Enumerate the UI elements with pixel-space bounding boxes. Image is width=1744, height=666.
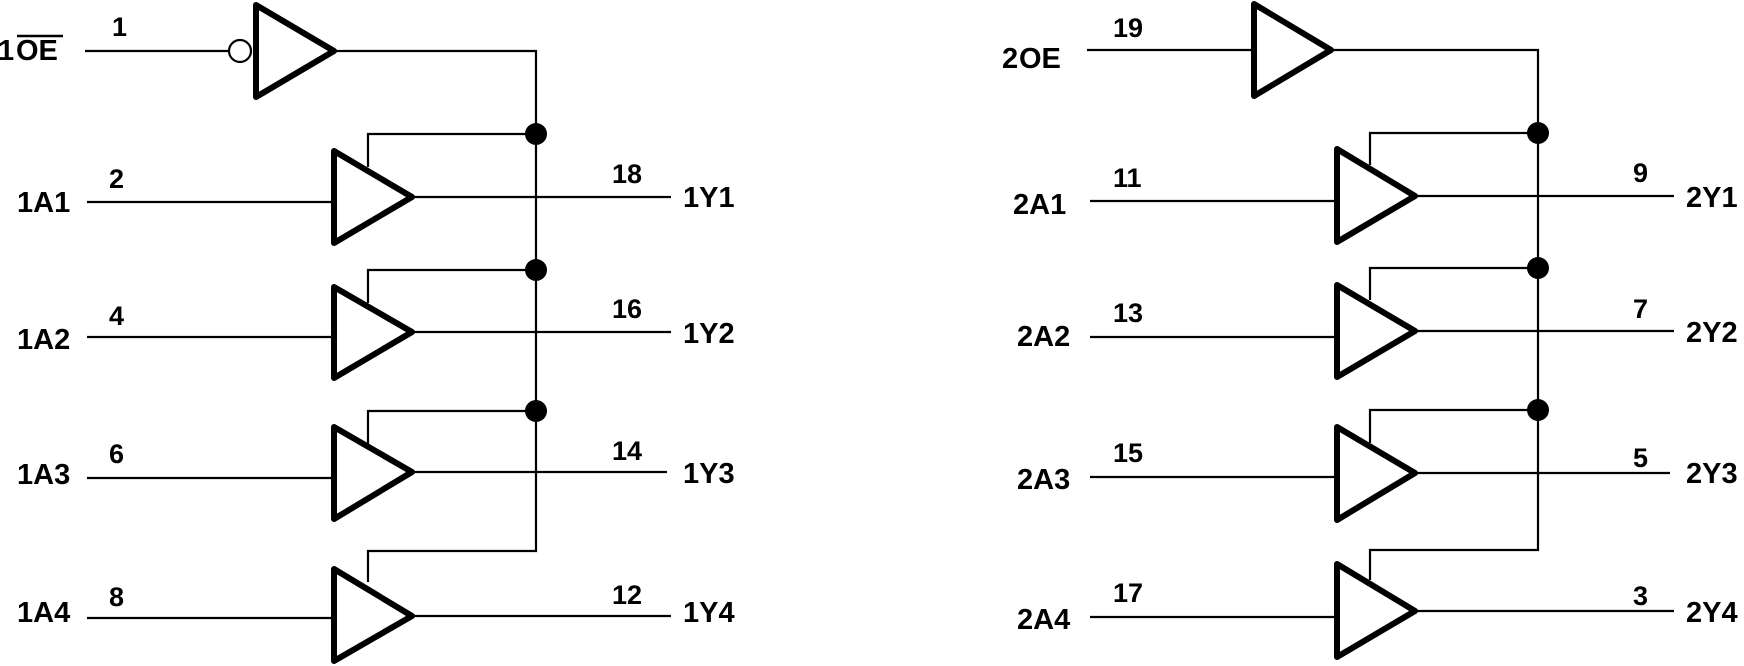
enable-tap-3	[1368, 408, 1538, 443]
buffer-2a1-2y1: 2A1 11 9 2Y1	[1013, 146, 1738, 245]
buffer-2a4-2y4: 2A4 17 3 2Y4	[1017, 561, 1738, 660]
junction-dot-icon	[525, 123, 547, 145]
input-label: 2A1	[1013, 189, 1066, 221]
buffer-gate-icon	[1334, 146, 1418, 245]
enable-label-main: OE	[1019, 43, 1061, 75]
input-pin-number: 15	[1113, 438, 1143, 468]
input-label: 2A4	[1017, 604, 1070, 636]
section-1: 1 OE 1 1A1 2 18 1Y1	[0, 2, 735, 664]
input-label: 2A3	[1017, 464, 1070, 496]
output-pin-number: 16	[612, 294, 642, 324]
enable-2oe: 2 OE 19	[1002, 1, 1540, 580]
input-pin-number: 8	[109, 582, 124, 612]
junction-dot-icon	[525, 400, 547, 422]
junction-dot-icon	[1527, 257, 1549, 279]
enable-taps	[366, 123, 547, 444]
enable-tap-1	[1368, 131, 1538, 165]
junction-dot-icon	[1527, 122, 1549, 144]
enable-bus-wire	[1331, 48, 1540, 580]
junction-dot-icon	[525, 259, 547, 281]
enable-taps	[1368, 122, 1549, 443]
output-label: 2Y4	[1686, 597, 1738, 629]
enable-tap-2	[366, 268, 536, 303]
output-label: 1Y4	[683, 597, 735, 629]
output-pin-number: 3	[1633, 581, 1648, 611]
input-pin-number: 17	[1113, 578, 1143, 608]
buffer-gate-icon	[1334, 424, 1418, 523]
inversion-bubble-icon	[227, 38, 253, 64]
enable-tap-1	[366, 132, 536, 167]
output-pin-number: 14	[612, 436, 642, 466]
buffer-gate-icon	[331, 148, 415, 246]
output-label: 1Y1	[683, 182, 735, 214]
enable-label-prefix: 1	[0, 35, 14, 67]
output-pin-number: 18	[612, 159, 642, 189]
section-2: 2 OE 19 2A1 11 9 2Y1 2A2	[1002, 1, 1738, 660]
output-pin-number: 7	[1633, 294, 1648, 324]
input-label: 1A3	[17, 459, 70, 491]
output-label: 2Y1	[1686, 182, 1738, 214]
output-label: 2Y2	[1686, 317, 1738, 349]
input-pin-number: 6	[109, 439, 124, 469]
enable-1oe: 1 OE 1	[0, 2, 538, 582]
enable-label-prefix: 2	[1002, 43, 1018, 75]
buffer-gate-icon	[1334, 561, 1418, 660]
input-pin-number: 2	[109, 164, 124, 194]
enable-bus-wire	[334, 49, 538, 582]
input-pin-number: 11	[1113, 163, 1142, 193]
buffer-2a2-2y2: 2A2 13 7 2Y2	[1017, 282, 1738, 380]
output-pin-number: 12	[612, 580, 642, 610]
buffer-1a3-1y3: 1A3 6 14 1Y3	[17, 424, 735, 522]
input-label: 1A2	[17, 324, 70, 356]
enable-tap-2	[1368, 266, 1538, 300]
buffer-gate-icon	[331, 424, 415, 522]
buffer-2a3-2y3: 2A3 15 5 2Y3	[1017, 424, 1738, 523]
enable-label-main: OE	[16, 35, 58, 67]
output-label: 1Y3	[683, 458, 735, 490]
pin-number: 19	[1113, 13, 1143, 43]
output-label: 2Y3	[1686, 458, 1738, 490]
input-label: 1A1	[17, 187, 70, 219]
junction-dot-icon	[1527, 399, 1549, 421]
input-pin-number: 13	[1113, 298, 1143, 328]
buffer-gate-icon	[331, 566, 415, 664]
input-pin-number: 4	[109, 301, 124, 331]
output-pin-number: 9	[1633, 158, 1648, 188]
enable-tap-3	[366, 409, 536, 444]
input-label: 1A4	[17, 597, 70, 629]
buffer-gate-icon	[331, 284, 415, 381]
buffer-1a2-1y2: 1A2 4 16 1Y2	[17, 284, 735, 381]
output-pin-number: 5	[1633, 443, 1648, 473]
buffer-1a1-1y1: 1A1 2 18 1Y1	[17, 148, 735, 246]
pin-number: 1	[112, 12, 127, 42]
buffer-gate-icon	[1334, 282, 1418, 380]
input-label: 2A2	[1017, 321, 1070, 353]
buffer-gate-icon	[253, 2, 337, 100]
output-label: 1Y2	[683, 318, 735, 350]
buffer-1a4-1y4: 1A4 8 12 1Y4	[17, 566, 735, 664]
buffer-gate-icon	[1251, 1, 1334, 99]
